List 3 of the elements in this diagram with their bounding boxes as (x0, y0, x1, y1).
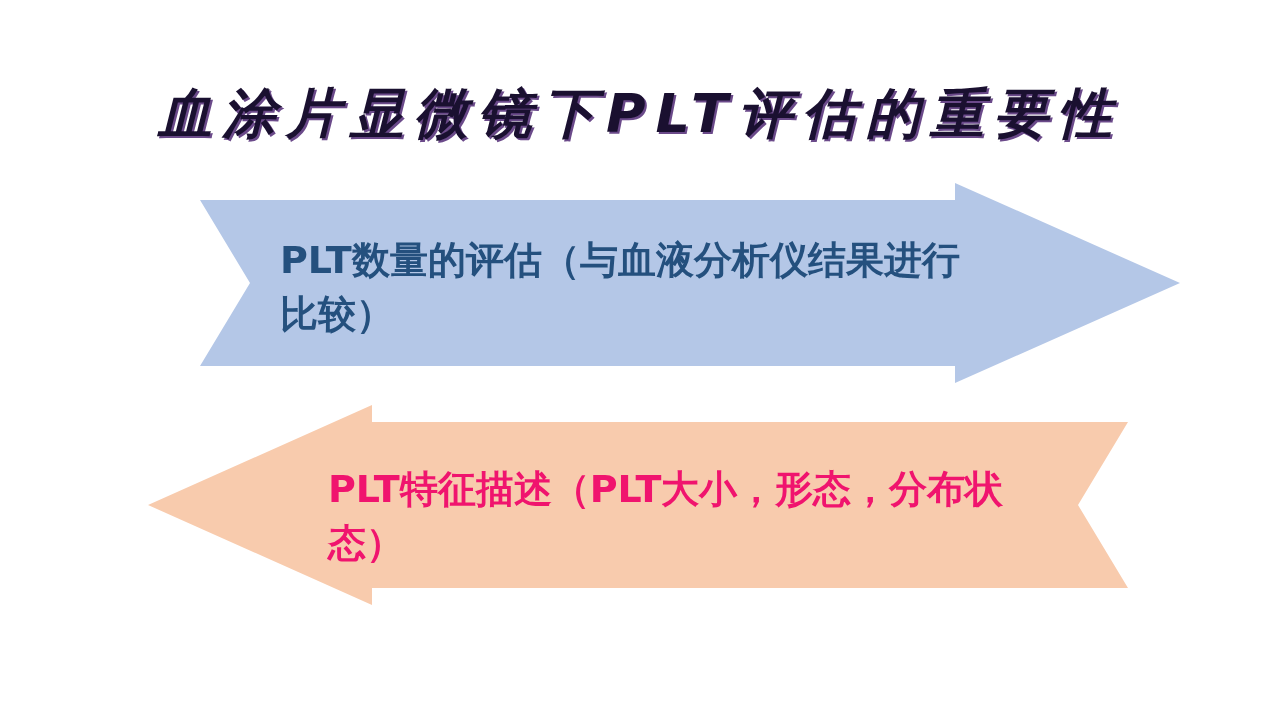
arrow-text: PLT数量的评估（与血液分析仪结果进行比较） (280, 237, 960, 338)
slide-title: 血涂片显微镜下PLT评估的重要性 (156, 81, 1123, 147)
arrow-text: PLT特征描述（PLT大小，形态，分布状态） (328, 466, 1005, 567)
